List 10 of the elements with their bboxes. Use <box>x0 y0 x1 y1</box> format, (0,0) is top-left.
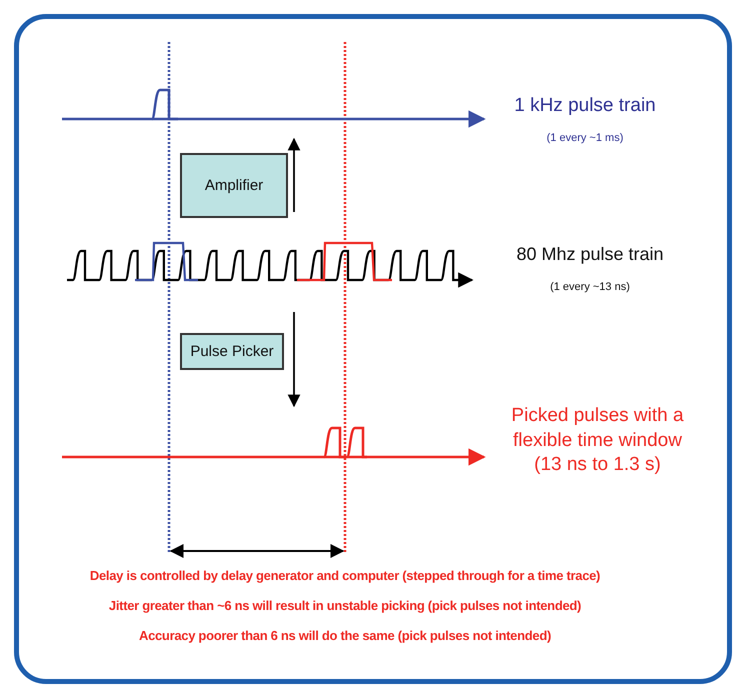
note-text: Jitter greater than ~6 ns will result in unstable picking (pick pulses not intended) <box>108 598 582 615</box>
note-text: Accuracy poorer than 6 ns will do the same (pick pulses not intended) <box>138 628 552 645</box>
trace-note: (1 every ~1 ms) <box>546 131 624 146</box>
trace-title: 1 kHz pulse train <box>513 94 657 118</box>
trace-title: 80 Mhz pulse train <box>515 243 665 266</box>
note-text: Delay is controlled by delay generator and computer (stepped through for a time trace) <box>88 568 602 585</box>
process-box: Pulse Picker <box>180 333 284 370</box>
trace-note: (1 every ~13 ns) <box>549 280 631 294</box>
trace-title: Picked pulses with a flexible time window (13 ns to 1.3 s) <box>510 404 685 478</box>
process-box: Amplifier <box>180 153 288 218</box>
